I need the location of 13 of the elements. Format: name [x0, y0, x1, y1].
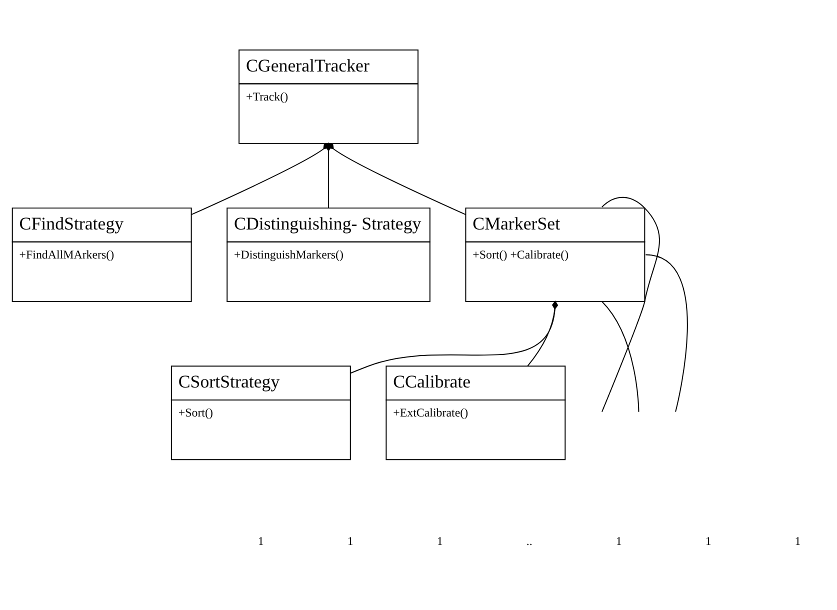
- label: 1: [794, 534, 801, 548]
- connector: [645, 254, 688, 412]
- connector: [350, 300, 558, 374]
- connector: [527, 300, 558, 366]
- label: 1: [616, 534, 622, 548]
- label: 1: [705, 534, 712, 548]
- label: 1: [347, 534, 354, 548]
- connector: [601, 196, 660, 412]
- connector: [601, 301, 640, 412]
- label: ..: [526, 534, 532, 548]
- label: 1: [436, 534, 443, 548]
- label: 1: [258, 534, 264, 548]
- connector: [328, 142, 466, 216]
